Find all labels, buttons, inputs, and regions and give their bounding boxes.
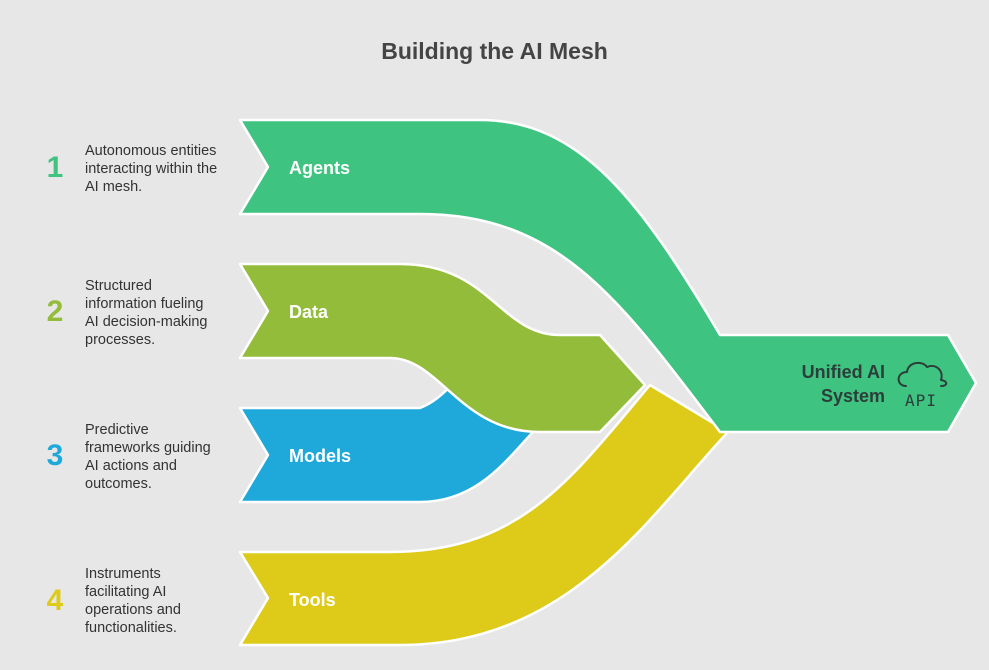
step-number-4: 4 <box>46 584 64 617</box>
stream-label-data: Data <box>289 302 329 322</box>
step-description-3: Predictive frameworks guiding AI actions… <box>85 421 235 493</box>
cloud-api-icon: API <box>897 361 948 410</box>
step-number-2: 2 <box>46 295 64 328</box>
stream-label-models: Models <box>289 446 351 466</box>
stream-label-tools: Tools <box>289 590 336 610</box>
step-description-2: Structured information fueling AI decisi… <box>85 277 235 349</box>
description-line: outcomes. <box>85 476 152 492</box>
step-number-3: 3 <box>46 439 64 472</box>
description-line: frameworks guiding <box>85 440 211 456</box>
description-line: AI actions and <box>85 458 177 474</box>
description-line: functionalities. <box>85 620 177 636</box>
agents-stream <box>238 118 978 434</box>
stream-label-agents: Agents <box>289 158 350 178</box>
diagram-title: Building the AI Mesh <box>381 38 608 64</box>
data-stream <box>238 262 647 434</box>
api-icon-text: API <box>905 391 937 410</box>
description-line: operations and <box>85 602 181 618</box>
description-line: processes. <box>85 332 156 348</box>
description-line: facilitating AI <box>85 584 167 600</box>
step-description-4: Instruments facilitating AI operations a… <box>85 565 235 637</box>
description-line: AI mesh. <box>85 179 143 195</box>
step-number-1: 1 <box>46 151 64 184</box>
description-line: Predictive <box>85 422 149 438</box>
description-line: interacting within the <box>85 161 218 177</box>
description-line: AI decision-making <box>85 314 208 330</box>
tools-stream <box>238 383 730 647</box>
unified-label-line-1: Unified AI <box>802 362 885 382</box>
models-stream <box>238 376 537 504</box>
description-line: Structured <box>85 278 152 294</box>
step-description-1: Autonomous entities interacting within t… <box>85 142 235 196</box>
unified-label-line-2: System <box>821 386 885 406</box>
description-line: Autonomous entities <box>85 143 217 159</box>
description-line: Instruments <box>85 566 161 582</box>
description-line: information fueling <box>85 296 204 312</box>
